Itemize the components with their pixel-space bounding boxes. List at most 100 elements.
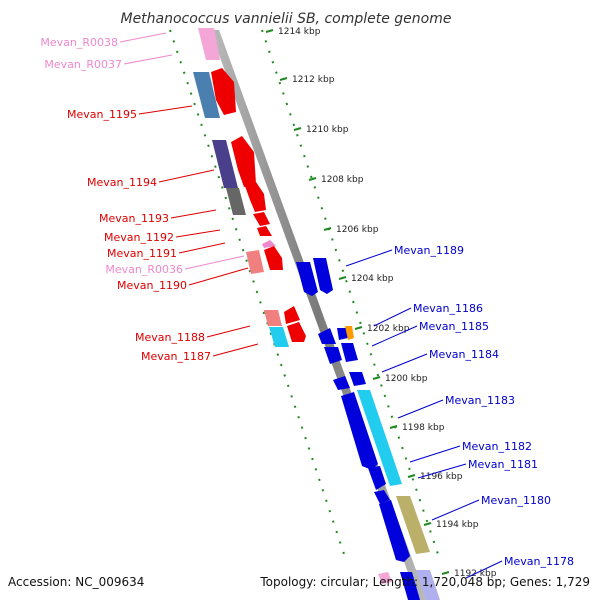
gene-label-left[interactable]: Mevan_1191: [107, 247, 177, 260]
kbp-tick-mark: [279, 77, 288, 81]
leader-line: [175, 229, 221, 238]
leader-line: [184, 255, 245, 270]
kbp-tick-label: 1210 kbp: [306, 125, 349, 135]
feature-salmon-2[interactable]: [264, 310, 282, 326]
gene-label-right[interactable]: Mevan_1184: [429, 348, 499, 361]
gene-label-left[interactable]: Mevan_1190: [117, 279, 187, 292]
feature-blue-7[interactable]: [333, 376, 350, 390]
left-gene-labels: Mevan_R0038Mevan_R0037Mevan_1195Mevan_11…: [40, 32, 259, 363]
gene-label-left[interactable]: Mevan_1193: [99, 212, 169, 225]
gene-label-left[interactable]: Mevan_1188: [135, 331, 205, 344]
kbp-tick-mark: [441, 571, 450, 575]
kbp-tick-label: 1194 kbp: [436, 520, 479, 530]
gene-label-right[interactable]: Mevan_1186: [413, 302, 483, 315]
gene-label-left[interactable]: Mevan_1194: [87, 176, 157, 189]
feature-blue-9[interactable]: [341, 392, 378, 470]
feature-lilac-1[interactable]: [416, 570, 440, 600]
feature-blue-10[interactable]: [368, 466, 386, 490]
feature-orange-1[interactable]: [345, 326, 354, 340]
kbp-tick-label: 1202 kbp: [367, 324, 410, 334]
feature-red-8[interactable]: [287, 322, 306, 342]
kbp-tick-label: 1208 kbp: [321, 175, 364, 185]
feature-blue-1[interactable]: [296, 262, 318, 296]
kbp-tick-label: 1200 kbp: [385, 374, 428, 384]
leader-line: [170, 209, 217, 219]
kbp-tick-mark: [407, 474, 416, 478]
map-title: Methanococcus vannielii SB, complete gen…: [120, 11, 451, 27]
feature-red-6[interactable]: [264, 246, 283, 270]
kbp-tick-mark: [293, 127, 302, 131]
feature-red-5[interactable]: [257, 226, 272, 236]
leader-line: [409, 445, 461, 463]
feature-pink-rna[interactable]: [262, 240, 276, 248]
feature-salmon-1[interactable]: [246, 250, 264, 274]
track-boundary-left: [169, 29, 347, 561]
feature-slate-1[interactable]: [212, 140, 238, 188]
kbp-tick-mark: [338, 276, 347, 280]
gene-label-right[interactable]: Mevan_1178: [504, 555, 574, 568]
right-gene-labels: Mevan_1189Mevan_1186Mevan_1185Mevan_1184…: [345, 244, 574, 579]
gene-label-right[interactable]: Mevan_1182: [462, 440, 532, 453]
gene-label-left[interactable]: Mevan_1187: [141, 350, 211, 363]
feature-pink-bottom[interactable]: [378, 572, 392, 584]
feature-steel-1[interactable]: [193, 72, 220, 118]
leader-line: [371, 325, 418, 347]
leader-line: [417, 463, 467, 479]
feature-red-3[interactable]: [245, 182, 266, 212]
kbp-tick-mark: [323, 227, 332, 231]
feature-blue-5[interactable]: [324, 347, 342, 364]
feature-blue-8[interactable]: [349, 372, 366, 386]
feature-blue-4[interactable]: [337, 328, 348, 340]
gene-label-right[interactable]: Mevan_1181: [468, 458, 538, 471]
kbp-tick-mark: [372, 376, 381, 380]
feature-cyan-2[interactable]: [357, 390, 402, 486]
feature-pink-top[interactable]: [198, 28, 220, 60]
leader-line: [158, 169, 215, 183]
kbp-tick-mark: [389, 425, 398, 429]
feature-red-4[interactable]: [253, 212, 270, 226]
feature-blue-2[interactable]: [313, 258, 333, 294]
feature-track: [193, 28, 440, 600]
feature-blue-6[interactable]: [341, 343, 358, 362]
gene-label-left[interactable]: Mevan_R0037: [44, 58, 122, 71]
leader-line: [397, 399, 444, 419]
gene-label-left[interactable]: Mevan_R0036: [105, 263, 183, 276]
kbp-tick-label: 1204 kbp: [351, 274, 394, 284]
leader-line: [178, 242, 226, 254]
kbp-tick-mark: [308, 177, 317, 181]
gene-label-left[interactable]: Mevan_R0038: [40, 36, 118, 49]
feature-red-7[interactable]: [284, 306, 300, 324]
leader-line: [206, 325, 251, 338]
leader-line: [373, 307, 412, 327]
feature-blue-11[interactable]: [374, 490, 390, 504]
leader-line: [465, 560, 503, 579]
kbp-tick-label: 1198 kbp: [402, 423, 445, 433]
leader-line: [138, 105, 193, 115]
feature-blue-3[interactable]: [318, 328, 336, 344]
gene-label-right[interactable]: Mevan_1183: [445, 394, 515, 407]
kbp-tick-mark: [423, 522, 432, 526]
kbp-tick-label: 1206 kbp: [336, 225, 379, 235]
gene-label-left[interactable]: Mevan_1195: [67, 108, 137, 121]
leader-line: [119, 32, 167, 43]
leader-line: [123, 54, 173, 65]
gene-label-right[interactable]: Mevan_1185: [419, 320, 489, 333]
leader-line: [212, 343, 259, 357]
leader-line: [381, 353, 428, 373]
leader-line: [188, 267, 249, 286]
kbp-tick-label: 1212 kbp: [292, 75, 335, 85]
feature-cyan-1[interactable]: [269, 327, 289, 347]
feature-blue-13[interactable]: [400, 572, 420, 600]
feature-gray-1[interactable]: [226, 188, 246, 215]
gene-label-left[interactable]: Mevan_1192: [104, 231, 174, 244]
feature-blue-12[interactable]: [379, 500, 410, 562]
gene-label-right[interactable]: Mevan_1180: [481, 494, 551, 507]
kbp-tick-mark: [354, 326, 363, 330]
genome-summary: Topology: circular; Length: 1,720,048 bp…: [259, 575, 590, 589]
feature-khaki-1[interactable]: [396, 496, 430, 554]
feature-red-2[interactable]: [231, 136, 256, 187]
feature-red-1[interactable]: [211, 68, 236, 115]
leader-line: [431, 499, 480, 521]
gene-label-right[interactable]: Mevan_1189: [394, 244, 464, 257]
